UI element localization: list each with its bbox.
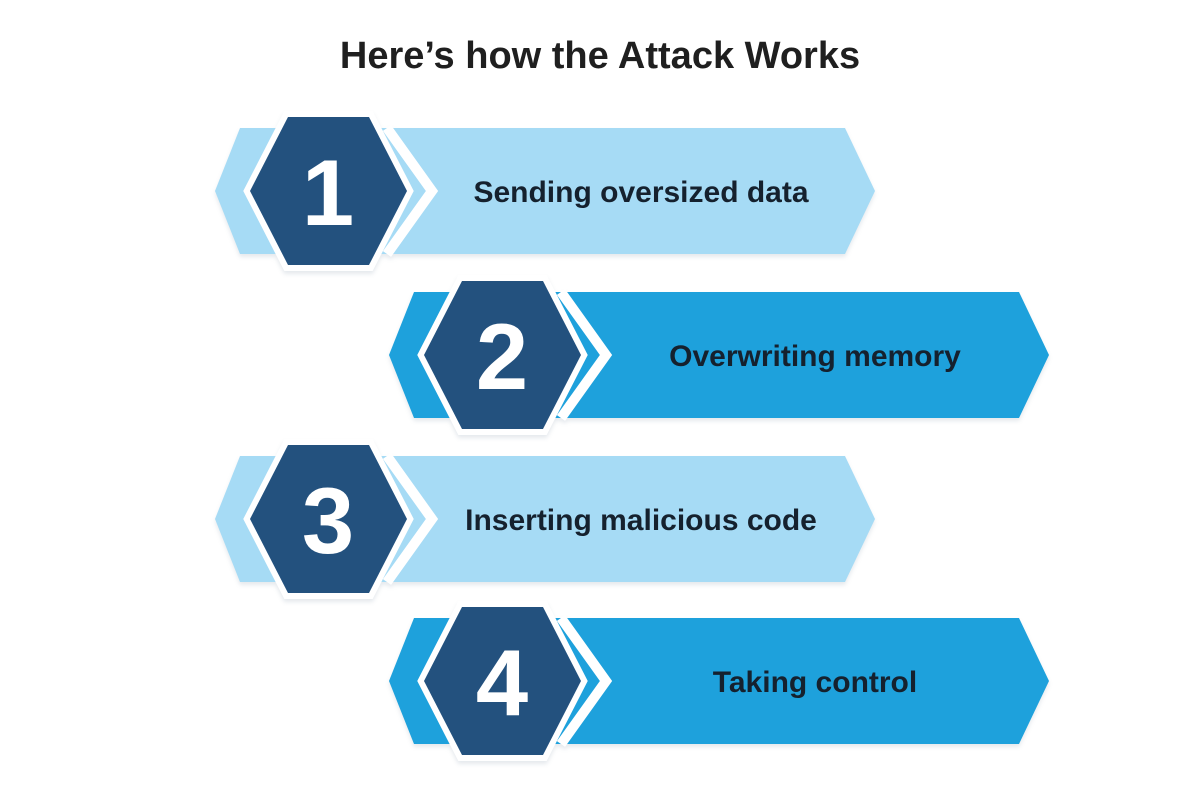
step-label: Taking control bbox=[713, 666, 917, 699]
chevron-separator bbox=[556, 289, 613, 421]
chevron-separator bbox=[382, 125, 439, 257]
step-number: 4 bbox=[476, 630, 528, 735]
banner-arrow-body bbox=[387, 456, 875, 582]
banner-arrow-body bbox=[561, 292, 1049, 418]
step-row-3: 3 Inserting malicious code bbox=[209, 439, 889, 599]
step-banner-graphic: 4 Taking control bbox=[389, 601, 1049, 761]
step-number-hexagon bbox=[243, 439, 414, 599]
chevron-separator bbox=[382, 453, 439, 585]
step-label: Overwriting memory bbox=[669, 340, 961, 373]
step-row-2: 2 Overwriting memory bbox=[383, 275, 1063, 435]
banner-arrow-body bbox=[387, 128, 875, 254]
step-number-hexagon bbox=[243, 111, 414, 271]
step-banner-graphic: 3 Inserting malicious code bbox=[215, 439, 875, 599]
page-title: Here’s how the Attack Works bbox=[339, 35, 861, 77]
step-number: 1 bbox=[302, 140, 354, 245]
step-row-1: 1 Sending oversized data bbox=[209, 111, 889, 271]
chevron-separator bbox=[556, 615, 613, 747]
step-row-4: 4 Taking control bbox=[383, 601, 1063, 761]
step-number: 3 bbox=[302, 468, 354, 573]
step-banner-graphic: 1 Sending oversized data bbox=[215, 111, 875, 271]
step-number-hexagon bbox=[417, 601, 588, 761]
step-banner-graphic: 2 Overwriting memory bbox=[389, 275, 1049, 435]
step-label: Inserting malicious code bbox=[465, 504, 817, 537]
banner-arrow-body bbox=[561, 618, 1049, 744]
step-number: 2 bbox=[476, 304, 528, 409]
step-label: Sending oversized data bbox=[473, 176, 808, 209]
step-number-hexagon bbox=[417, 275, 588, 435]
